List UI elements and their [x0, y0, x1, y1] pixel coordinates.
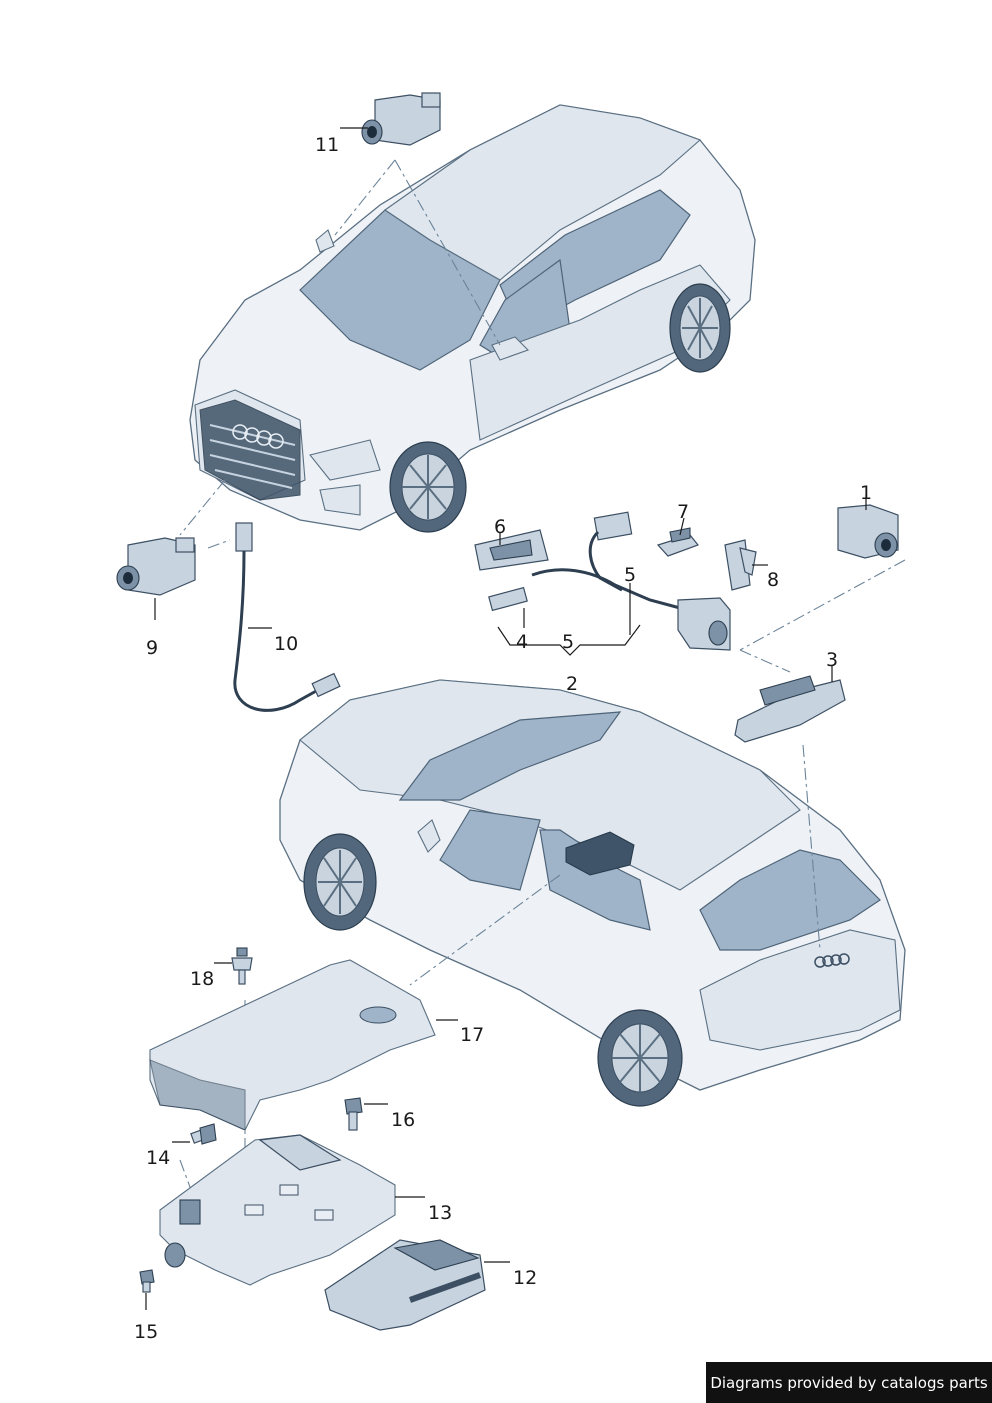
- credit-banner: Diagrams provided by catalogs parts: [706, 1362, 992, 1403]
- dash-leaders: [179, 159, 906, 1265]
- part-13-mounting-bracket: [159, 1134, 396, 1286]
- callout-7: 7: [677, 501, 689, 523]
- part-14-screw: [190, 1123, 217, 1145]
- callout-4: 4: [516, 631, 528, 653]
- upper-car-rear-wheel: [669, 283, 731, 373]
- part-8-holder: [724, 539, 757, 591]
- part-9-camera: [116, 537, 196, 596]
- part-7-clip: [656, 527, 699, 557]
- roof-control-unit: [565, 831, 635, 876]
- credit-text: Diagrams provided by catalogs parts: [710, 1373, 988, 1392]
- part-3-tailgate-handle: [734, 675, 846, 743]
- part-1-camera: [837, 504, 899, 559]
- callout-13: 13: [428, 1202, 452, 1224]
- lower-car-illustration: [279, 679, 906, 1107]
- callout-labels: 1 2 3 4 5 5 6 7 8 9 10 11 12 13 14 15 16…: [134, 134, 872, 1343]
- callout-2: 2: [566, 673, 578, 695]
- callout-17: 17: [460, 1024, 484, 1046]
- part-17-cover: [149, 959, 436, 1131]
- callout-10: 10: [274, 633, 298, 655]
- callout-16: 16: [391, 1109, 415, 1131]
- upper-car-illustration: [189, 104, 756, 533]
- upper-car-front-wheel: [389, 441, 467, 533]
- lower-car-front-wheel: [303, 833, 377, 931]
- part-10-wire-harness: [233, 522, 341, 712]
- callout-8: 8: [767, 569, 779, 591]
- callout-9: 9: [146, 637, 158, 659]
- callout-1: 1: [860, 482, 872, 504]
- callout-11: 11: [315, 134, 339, 156]
- part-16-bolt: [344, 1097, 363, 1131]
- part-12-control-unit: [324, 1239, 486, 1331]
- part-15-screw: [139, 1269, 155, 1293]
- callout-14: 14: [146, 1147, 170, 1169]
- part-11-front-camera: [361, 92, 441, 146]
- callout-6: 6: [494, 516, 506, 538]
- callout-15: 15: [134, 1321, 158, 1343]
- rear-rings-badge: [814, 953, 850, 968]
- callout-3: 3: [826, 649, 838, 671]
- part-6-bracket: [474, 529, 549, 571]
- part-18-screw: [231, 947, 253, 985]
- callout-12: 12: [513, 1267, 537, 1289]
- lower-car-rear-wheel: [597, 1009, 683, 1107]
- callout-18: 18: [190, 968, 214, 990]
- callout-5-upper: 5: [624, 564, 636, 586]
- part-4-5-rear-camera-harness: [488, 511, 731, 651]
- front-grille: [199, 399, 301, 501]
- callout-leaders: [145, 127, 867, 1310]
- callout-5-lower: 5: [562, 631, 574, 653]
